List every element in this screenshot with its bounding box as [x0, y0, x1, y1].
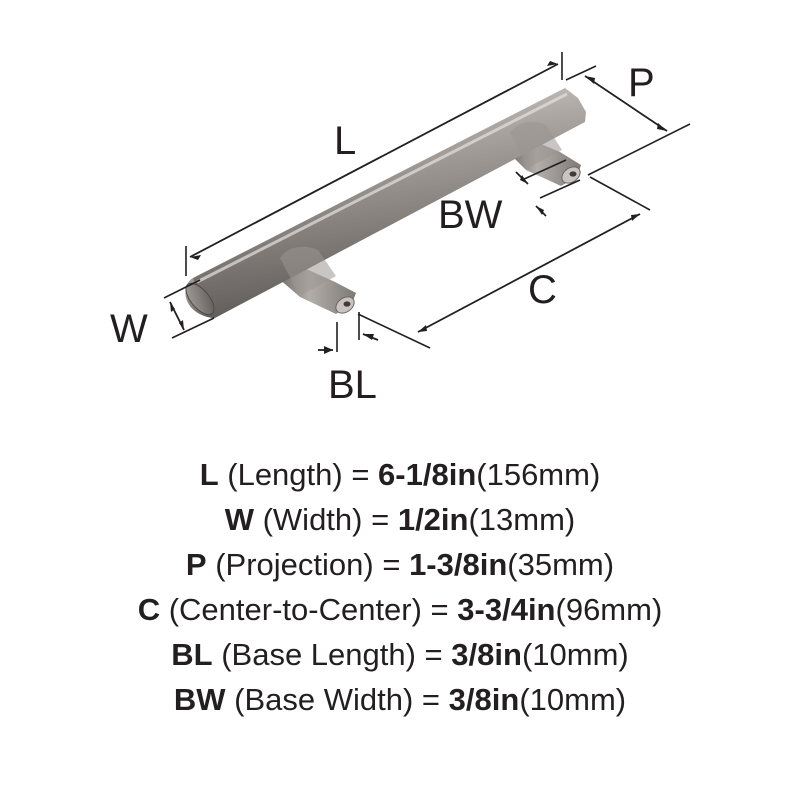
spec-base-width: BW (Base Width) = 3/8in(10mm)	[173, 682, 627, 717]
label-C: C	[528, 268, 557, 312]
length-dimension: L	[185, 52, 563, 276]
spec-projection: P (Projection) = 1-3/8in(35mm)	[185, 547, 615, 582]
label-W: W	[110, 307, 148, 351]
spec-width: W (Width) = 1/2in(13mm)	[224, 502, 576, 537]
label-P: P	[628, 61, 655, 105]
base-length-dimension: BL	[318, 312, 379, 407]
base-width-dimension: BW	[438, 159, 581, 237]
label-L: L	[334, 119, 356, 163]
handle-bar	[185, 88, 586, 318]
specification-list: L (Length) = 6-1/8in(156mm) W (Width) = …	[0, 452, 800, 722]
label-BL: BL	[328, 363, 377, 407]
center-to-center-dimension: C	[357, 176, 651, 349]
handle-dimension-diagram: L P BW C W	[110, 52, 691, 407]
spec-base-length: BL (Base Length) = 3/8in(10mm)	[171, 637, 629, 672]
spec-length: L (Length) = 6-1/8in(156mm)	[199, 457, 601, 492]
width-dimension: W	[110, 279, 215, 351]
label-BW: BW	[438, 193, 503, 237]
spec-center-to-center: C (Center-to-Center) = 3-3/4in(96mm)	[137, 592, 663, 627]
projection-dimension: P	[565, 61, 691, 176]
